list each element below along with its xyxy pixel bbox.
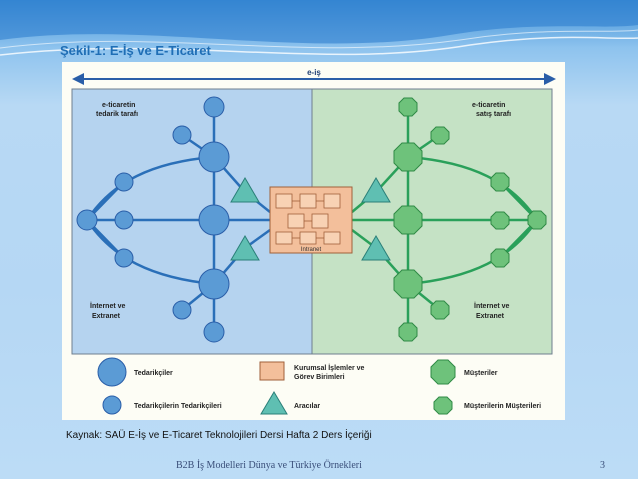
diagram-panel: e-iş e-ticaretin tedarik tarafı e-ticare… <box>62 62 565 420</box>
sub-customer-node <box>430 300 450 320</box>
intranet-label: Intranet <box>301 247 322 253</box>
legend-suppliers-of-suppliers: Tedarikçilerin Tedarikçileri <box>134 403 222 410</box>
legend: Tedarikçiler Tedarikçilerin Tedarikçiler… <box>97 357 541 415</box>
right-internet-label-1: İnternet ve <box>474 302 510 310</box>
sub-supplier-node <box>203 321 225 343</box>
intermediary-node <box>230 177 260 203</box>
legend-sub-customer-icon <box>433 396 453 415</box>
sub-customer-node <box>490 211 510 230</box>
left-intermediary-nodes <box>230 177 260 261</box>
supplier-nodes <box>198 141 230 300</box>
supplier-node <box>198 268 230 300</box>
supplier-node <box>198 141 230 173</box>
page-number: 3 <box>600 460 605 471</box>
supply-side-label-2: tedarik tarafı <box>96 111 138 118</box>
intermediary-node <box>230 235 260 261</box>
intermediary-node <box>361 235 391 261</box>
supplier-of-supplier-nodes <box>76 96 225 343</box>
customer-nodes <box>393 142 423 299</box>
slide-footer: B2B İş Modelleri Dünya ve Türkiye Örnekl… <box>176 460 362 471</box>
customer-of-customer-nodes <box>398 97 547 342</box>
sub-supplier-node <box>203 96 225 118</box>
ebusiness-label: e-iş <box>307 68 321 77</box>
legend-intermediaries: Aracılar <box>294 403 320 410</box>
supplier-node <box>198 204 230 236</box>
legend-supplier-icon <box>97 357 127 387</box>
legend-customers-of-customers: Müşterilerin Müşterileri <box>464 403 541 410</box>
right-internet-label-2: Extranet <box>476 313 505 320</box>
sell-side-label-2: satış tarafı <box>476 111 511 118</box>
legend-intermediary-icon <box>260 391 288 415</box>
sub-customer-node <box>398 322 418 342</box>
source-caption: Kaynak: SAÜ E-İş ve E-Ticaret Teknolojil… <box>66 430 372 441</box>
legend-corporate-1: Kurumsal İşlemler ve <box>294 364 365 372</box>
header-wave <box>0 0 638 56</box>
slide-title: Şekil-1: E-İş ve E-Ticaret <box>60 43 211 58</box>
legend-corporate-2: Görev Birimleri <box>294 374 345 381</box>
right-intermediary-nodes <box>361 177 391 261</box>
left-internet-label-1: İnternet ve <box>90 302 126 310</box>
sub-customer-node <box>490 172 510 192</box>
customer-node <box>393 269 423 299</box>
sub-supplier-node <box>172 300 192 320</box>
sub-customer-node <box>527 210 547 230</box>
legend-sub-supplier-icon <box>102 395 122 415</box>
legend-corporate-icon <box>259 361 285 381</box>
legend-suppliers: Tedarikçiler <box>134 370 173 377</box>
intermediary-node <box>361 177 391 203</box>
sub-customer-node <box>490 248 510 268</box>
legend-customer-icon <box>430 359 456 385</box>
customer-node <box>393 142 423 172</box>
sub-supplier-node <box>114 248 134 268</box>
sub-customer-node <box>430 126 450 145</box>
supply-side-label-1: e-ticaretin <box>102 102 135 109</box>
sub-supplier-node <box>114 210 134 230</box>
sub-customer-node <box>398 97 418 117</box>
customer-node <box>393 205 423 235</box>
sell-side-label-1: e-ticaretin <box>472 102 505 109</box>
ebusiness-diagram: e-iş e-ticaretin tedarik tarafı e-ticare… <box>71 68 556 415</box>
legend-customers: Müşteriler <box>464 370 498 377</box>
left-internet-label-2: Extranet <box>92 313 121 320</box>
sub-supplier-node <box>114 172 134 192</box>
sub-supplier-node <box>76 209 98 231</box>
sub-supplier-node <box>172 125 192 145</box>
